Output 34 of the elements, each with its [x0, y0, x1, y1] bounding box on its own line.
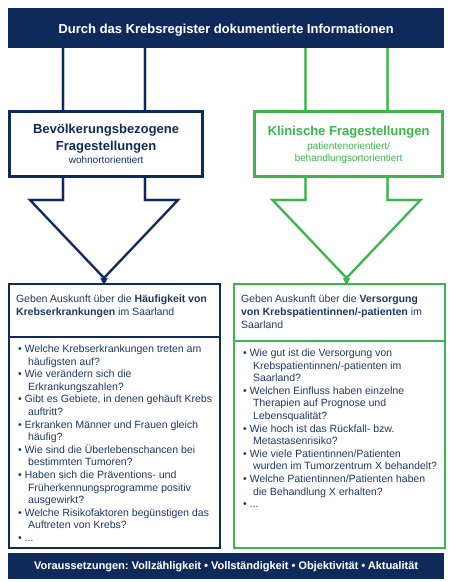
- bullet-item: • Wie sind die Überlebenschancen bei bestimmten Tumoren?: [18, 444, 196, 469]
- footer-text: Voraussetzungen: Vollzähligkeit • Vollständigkeit • Objektivität • Aktualität: [34, 560, 418, 572]
- description-box: [8, 283, 221, 338]
- bullet-item: • Welche Patientinnen/Patienten haben die Behandlung X erhalten?: [243, 472, 426, 498]
- footer-bar: [8, 553, 444, 579]
- bullet-item: • Wie gut ist die Versorgung von Krebspatientinnen/-patienten im Saarland?: [243, 347, 402, 385]
- bullet-item: • Erkranken Männer und Frauen gleich häufig?: [18, 418, 199, 444]
- bullet-item: • Wie viele Patientinnen/Patienten wurden im Tumorzentrum X behandelt?: [243, 448, 438, 473]
- bullet-item: • Welche Krebserkrankungen treten am häufigsten auf?: [18, 343, 202, 368]
- arrow-shaft: [304, 46, 389, 112]
- subheading-text: patientenorientiert/ behandlungsortorientiert: [294, 140, 404, 165]
- arrow-shaft: [62, 46, 146, 112]
- bullet-item: • Wie hoch ist das Rückfall- bzw. Metastasenrisiko?: [243, 422, 396, 448]
- bullet-item: • ...: [243, 498, 260, 511]
- heading-text: Klinische Fragestellungen: [268, 123, 430, 140]
- title-bar: [8, 8, 444, 48]
- heading-box: [253, 110, 444, 178]
- bullet-item: • Haben sich die Präventions- und Früherkennungsprogramme positiv ausgewirkt?: [18, 468, 192, 507]
- bullet-item: • ...: [18, 532, 34, 544]
- heading-box: [8, 110, 204, 178]
- title-text: Durch das Krebsregister dokumentierte Informationen: [58, 20, 394, 36]
- question-list-box: [8, 336, 221, 549]
- description-box: [233, 283, 446, 342]
- question-list-box: [233, 340, 446, 549]
- bullet-item: • Wie verändern sich die Erkrankungszahlen?: [18, 368, 132, 394]
- bullet-item: • Welche Risikofaktoren begünstigen das Auftreten von Krebs?: [18, 506, 210, 532]
- description-text: Geben Auskunft über die Versorgung von Krebspatientinnen/-patienten im Saarland: [241, 293, 423, 332]
- bullet-item: • Welchen Einfluss haben einzelne Therapien auf Prognose und Lebensqualität?: [243, 384, 406, 423]
- description-text: Geben Auskunft über die Häufigkeit von Krebserkrankungen im Saarland: [16, 293, 208, 320]
- block-arrow: [270, 176, 424, 286]
- heading-text: Bevölkerungsbezogene Fragestellungen: [32, 120, 180, 154]
- bullet-item: • Gibt es Gebiete, in denen gehäuft Krebs auftritt?: [18, 393, 213, 419]
- subheading-text: wohnortorientiert: [68, 155, 144, 168]
- block-arrow: [27, 176, 181, 286]
